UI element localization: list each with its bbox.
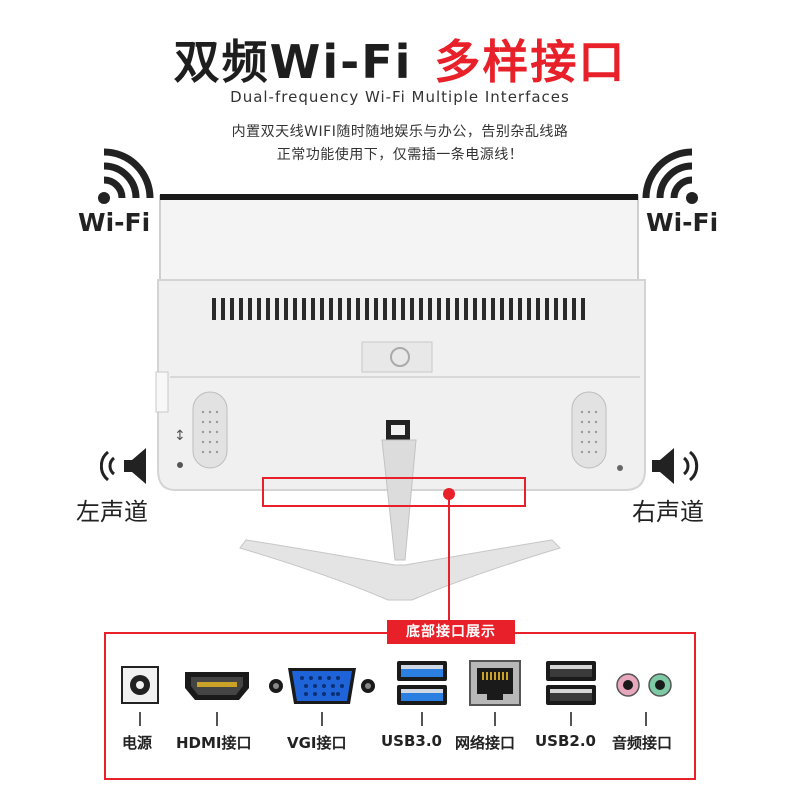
title-highlight: 多样接口 — [434, 35, 627, 89]
vent-slots — [212, 298, 585, 320]
hdmi-tick — [216, 712, 218, 726]
port-label-power: 电源 — [122, 734, 153, 752]
description-line-1: 内置双天线WIFI随时随地娱乐与办公，告别杂乱线路 — [231, 124, 569, 140]
wifi-signal-left-icon — [98, 148, 154, 204]
power-jack-icon — [121, 666, 159, 704]
power-tick — [139, 712, 141, 726]
subtitle-english: Dual-frequency Wi-Fi Multiple Interfaces — [230, 88, 570, 106]
port-label-usb3: USB3.0 — [381, 732, 442, 750]
vga-tick — [321, 712, 323, 726]
wifi-signal-right-icon — [642, 148, 698, 204]
left-channel-label: 左声道 — [76, 498, 148, 526]
audio-jack-icon — [616, 673, 672, 697]
ports-title: 底部接口展示 — [387, 620, 515, 644]
svg-text:↕: ↕ — [174, 428, 186, 444]
title-main: 双频Wi-Fi — [173, 35, 413, 89]
wifi-right-label: Wi-Fi — [646, 208, 719, 237]
port-label-audio: 音频接口 — [612, 734, 673, 752]
usb3-tick — [421, 712, 423, 726]
ports-panel — [104, 632, 696, 780]
port-label-hdmi: HDMI接口 — [176, 734, 252, 752]
usb2-port-icon — [546, 661, 596, 705]
ethernet-port-icon — [469, 660, 521, 706]
speaker-left-icon — [100, 448, 146, 484]
description-line-2: 正常功能使用下，仅需插一条电源线！ — [276, 147, 524, 163]
page-title: 双频Wi-Fi 多样接口 — [0, 26, 800, 92]
port-label-vga: VGI接口 — [287, 734, 347, 752]
vga-port-icon — [269, 668, 375, 704]
port-label-ethernet: 网络接口 — [455, 734, 516, 752]
usb2-tick — [570, 712, 572, 726]
port-label-usb2: USB2.0 — [535, 732, 596, 750]
usb3-port-icon — [397, 661, 447, 705]
audio-tick — [645, 712, 647, 726]
right-channel-label: 右声道 — [632, 498, 704, 526]
ethernet-tick — [494, 712, 496, 726]
wifi-left-label: Wi-Fi — [78, 208, 151, 237]
speaker-right-icon — [652, 448, 699, 484]
hdmi-port-icon — [185, 672, 249, 700]
